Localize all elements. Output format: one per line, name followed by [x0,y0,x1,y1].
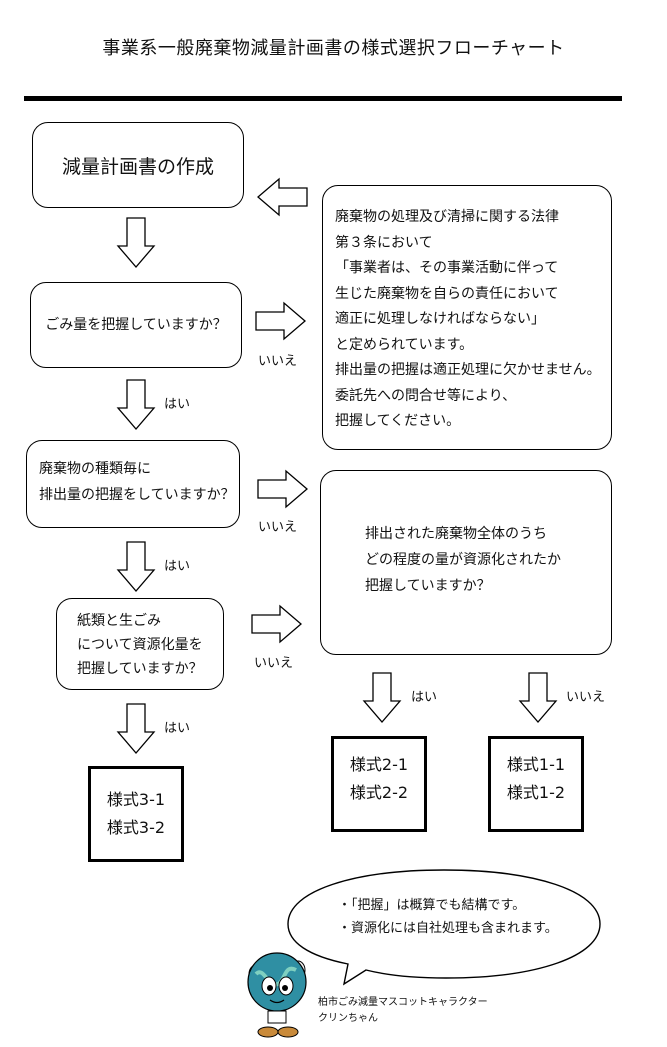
law-line: 把握してください。 [335,413,461,429]
law-line: 第３条において [335,234,433,251]
form-3-1-label: 様式3-1 [106,790,166,809]
form-2-1-label: 様式2-1 [349,755,409,774]
down-arrow-icon [116,217,156,268]
question-3-box: 紙類と生ごみ について資源化量を 把握していますか？ [56,598,224,690]
speech-bubble-text: ・「把握」は概算でも結構です。 ・資源化には自社処理も含まれます。 [338,894,558,940]
right-arrow-icon [255,301,306,341]
title-rule [24,96,622,101]
no-label: いいえ [258,520,298,535]
law-line: 「事業者は、その事業活動に伴って [335,260,559,276]
question-1-text: ごみ量を把握していますか？ [45,317,227,333]
mascot-caption-line: クリンちゃん [318,1013,378,1024]
question-2-line: 廃棄物の種類毎に [39,461,151,477]
question-4-line: 排出された廃棄物全体のうち [365,526,547,542]
form-1-box: 様式1-1 様式1-2 [488,736,584,832]
no-label: いいえ [566,690,606,705]
question-4-line: 把握していますか？ [365,578,491,594]
create-plan-box: 減量計画書の作成 [32,122,244,208]
no-label: いいえ [254,656,294,671]
form-3-2-label: 様式3-2 [106,818,166,837]
form-3-box: 様式3-1 様式3-2 [88,766,184,862]
form-2-box: 様式2-1 様式2-2 [331,736,427,832]
question-4-box: 排出された廃棄物全体のうち どの程度の量が資源化されたか 把握していますか？ [320,470,612,655]
yes-label: はい [411,690,438,705]
form-2-2-label: 様式2-2 [349,783,409,802]
mascot-caption-line: 柏市ごみ減量マスコットキャラクター [318,997,488,1008]
yes-label: はい [164,721,191,736]
speech-bubble-shape [287,869,601,986]
down-arrow-icon [116,541,156,592]
mascot-globe-icon [247,952,307,1038]
question-3-line: 把握していますか？ [77,661,203,677]
down-arrow-icon [518,672,558,723]
yes-label: はい [164,559,191,574]
left-arrow-icon [257,177,308,217]
law-line: 生じた廃棄物を自らの責任において [335,285,559,302]
bubble-line: ・「把握」は概算でも結構です。 [338,898,526,913]
question-2-line: 排出量の把握をしていますか？ [39,487,235,503]
right-arrow-icon [257,469,308,509]
create-plan-label: 減量計画書の作成 [61,155,214,178]
form-1-1-label: 様式1-1 [506,755,566,774]
yes-label: はい [164,397,191,412]
right-arrow-icon [251,604,302,644]
form-1-2-label: 様式1-2 [506,783,566,802]
question-4-line: どの程度の量が資源化されたか [365,552,561,568]
law-line: と定められています。 [335,336,474,353]
law-note-box: 廃棄物の処理及び清掃に関する法律 第３条において 「事業者は、その事業活動に伴っ… [322,185,612,450]
bubble-line: ・資源化には自社処理も含まれます。 [338,921,558,936]
down-arrow-icon [362,672,402,723]
question-3-line: 紙類と生ごみ [77,613,161,629]
law-line: 廃棄物の処理及び清掃に関する法律 [335,209,559,225]
no-label: いいえ [258,354,298,369]
page-title: 事業系一般廃棄物減量計画書の様式選択フローチャート [102,38,565,59]
question-1-box: ごみ量を把握していますか？ [30,282,242,368]
question-2-box: 廃棄物の種類毎に 排出量の把握をしていますか？ [26,440,240,528]
question-3-line: について資源化量を [77,637,203,653]
down-arrow-icon [116,703,156,754]
law-line: 排出量の把握は適正処理に欠かせません。 [335,362,601,378]
mascot-caption: 柏市ごみ減量マスコットキャラクター クリンちゃん [318,995,488,1027]
law-line: 適正に処理しなければならない」 [335,311,545,327]
law-line: 委託先への問合せ等により、 [335,387,517,404]
down-arrow-icon [116,379,156,430]
